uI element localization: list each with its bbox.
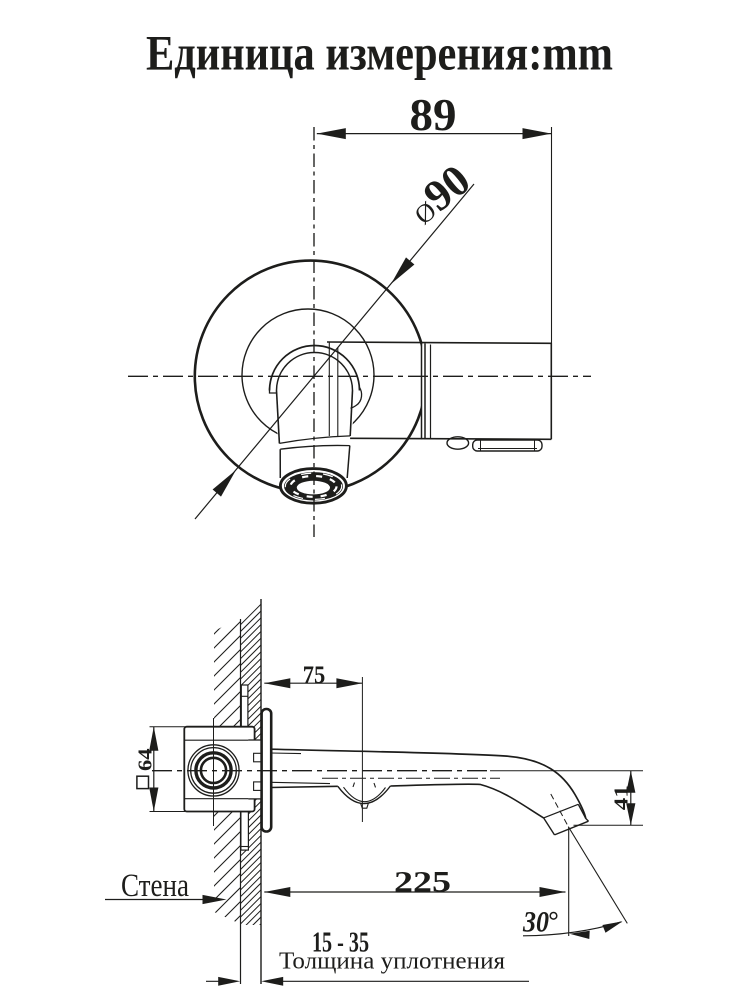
svg-text:89: 89: [410, 90, 457, 140]
svg-text:225: 225: [394, 866, 451, 899]
svg-text:Единица измерения:mm: Единица измерения:mm: [146, 25, 613, 81]
svg-text:75: 75: [303, 662, 326, 689]
svg-text:Толщина уплотнения: Толщина уплотнения: [279, 948, 505, 975]
svg-text:Стена: Стена: [121, 868, 189, 904]
svg-text:15 - 35: 15 - 35: [312, 928, 369, 959]
svg-text:64: 64: [135, 749, 157, 772]
svg-text:41: 41: [612, 785, 633, 810]
svg-text:30: 30: [522, 907, 549, 939]
